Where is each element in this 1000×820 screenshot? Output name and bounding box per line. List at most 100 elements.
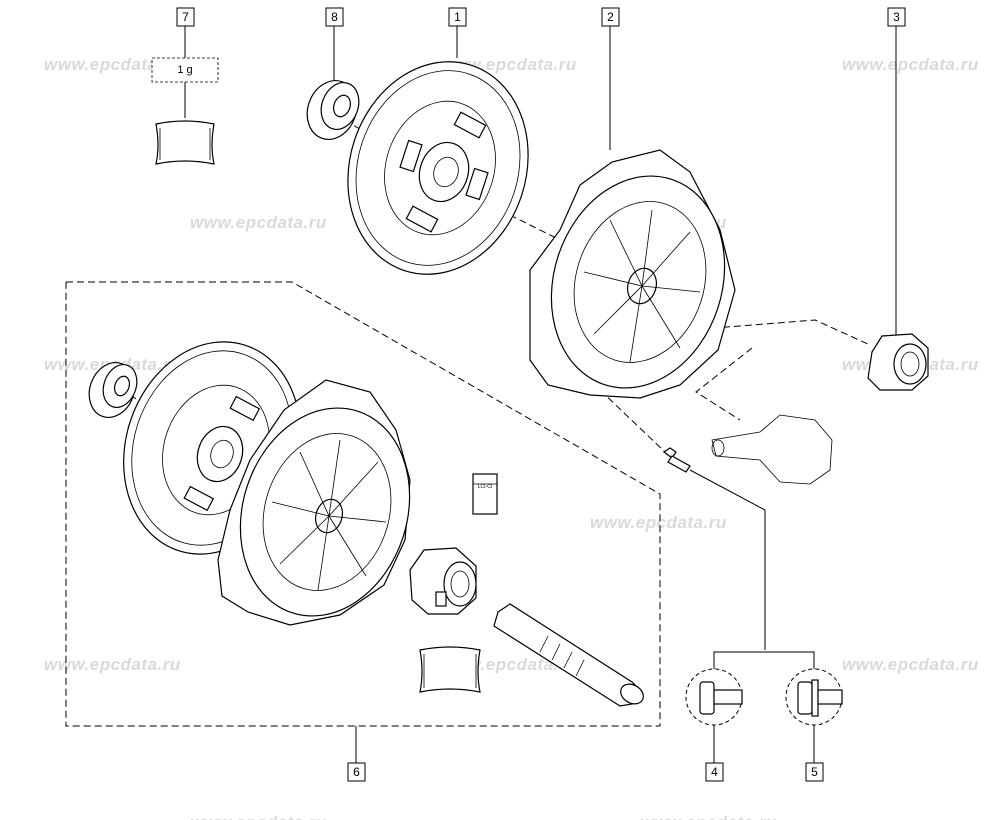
clutch-disc-spline-bore xyxy=(433,156,459,188)
damper-spring xyxy=(183,485,215,512)
diaphragm-finger xyxy=(609,219,643,287)
release-fork xyxy=(711,414,833,485)
detail-5-stud xyxy=(817,689,843,705)
kit-release-bearing-tab xyxy=(435,591,447,607)
kit-pressure-plate-diaphragm xyxy=(262,433,392,591)
callout-label: 1 xyxy=(454,10,461,24)
alignment-tool-end xyxy=(620,683,644,705)
callout-5: 5 xyxy=(805,762,824,782)
callout-box xyxy=(347,762,366,782)
release-fork-outline xyxy=(711,414,833,485)
kit-disc-hub xyxy=(196,425,244,483)
kit-boundary xyxy=(65,281,661,727)
alignment-tool-groove xyxy=(551,643,561,661)
callout-7: 7 xyxy=(176,7,195,27)
watermark-text: www.epcdata.ru xyxy=(842,55,979,74)
booklet-icon xyxy=(472,473,498,515)
detail-5-nut xyxy=(797,681,813,715)
callout-label: 4 xyxy=(711,765,718,779)
kit-instruction-booklet: LCI-CI xyxy=(472,473,498,515)
callout-1: 1 xyxy=(448,7,467,27)
axis-line xyxy=(695,347,753,421)
grease-amount-label: 1 g xyxy=(177,64,192,76)
kit-grease-sachet-seam xyxy=(423,654,477,688)
clutch-disc-hub-plate xyxy=(384,100,496,236)
callout-2: 2 xyxy=(601,7,620,27)
damper-spring xyxy=(399,139,423,173)
detail-4-stud xyxy=(713,689,743,705)
kit-disc-spline-bore xyxy=(210,439,234,469)
watermark-text: www.epcdata.ru xyxy=(44,55,181,74)
diaphragm-finger xyxy=(641,209,653,287)
diaphragm-finger xyxy=(328,461,379,517)
grease-sachet-icon xyxy=(155,120,215,165)
kit-grease-sachet-icon xyxy=(419,646,481,693)
pressure-plate-diaphragm xyxy=(573,201,707,363)
booklet-label: LCI-CI xyxy=(478,484,492,490)
diaphragm-finger xyxy=(271,501,330,517)
callout-box xyxy=(705,762,724,782)
screw-shank xyxy=(667,455,691,473)
damper-spring xyxy=(405,205,439,233)
callout-label: 8 xyxy=(331,10,338,24)
watermark-text: www.epcdata.ru xyxy=(640,813,777,820)
callout-label: 3 xyxy=(893,10,900,24)
detail-5-washer xyxy=(811,679,819,717)
pilot-bearing-8 xyxy=(306,80,360,140)
leader-lines xyxy=(184,26,897,763)
pressure-plate-2 xyxy=(529,149,736,399)
detail-5 xyxy=(785,668,843,726)
screw-head xyxy=(662,447,677,459)
diaphragm-finger xyxy=(299,451,330,517)
clutch-disc-hub xyxy=(418,141,470,203)
detail-4 xyxy=(685,668,743,726)
kit-pressure-plate xyxy=(217,379,411,626)
release-fork-end xyxy=(711,439,725,457)
kit-release-bearing-bore xyxy=(450,570,470,598)
kit-grease-sachet xyxy=(419,646,481,693)
release-bearing-bore xyxy=(900,351,920,377)
diaphragm-finger xyxy=(328,515,387,523)
axis-line xyxy=(599,389,666,453)
callout-label: 2 xyxy=(607,10,614,24)
watermark-text: www.epcdata.ru xyxy=(44,655,181,674)
kit-pilot-bearing xyxy=(88,362,138,418)
callout-box xyxy=(176,7,195,27)
diaphragm-finger xyxy=(583,271,643,287)
callout-label: 5 xyxy=(811,765,818,779)
alignment-tool-groove xyxy=(539,635,549,653)
diaphragm-finger xyxy=(279,515,330,565)
callout-box xyxy=(448,7,467,27)
kit-pilot-bearing-hole xyxy=(113,375,131,397)
alignment-tool-groove xyxy=(575,659,585,677)
leader-line xyxy=(689,469,766,650)
damper-spring xyxy=(453,111,487,139)
alignment-tool-groove xyxy=(563,651,573,669)
diaphragm-finger xyxy=(641,285,681,349)
callout-8: 8 xyxy=(325,7,344,27)
clutch-disc-ring-inner xyxy=(355,70,521,266)
kit-release-bearing-race xyxy=(443,561,477,607)
kit-alignment-tool xyxy=(493,603,644,707)
callout-box xyxy=(805,762,824,782)
callout-4: 4 xyxy=(705,762,724,782)
diaphragm-finger xyxy=(328,439,341,517)
kit-diaphragm-fingers xyxy=(271,439,387,591)
diaphragm-finger xyxy=(641,285,701,293)
callout-label: 6 xyxy=(353,765,360,779)
diaphragm-finger xyxy=(317,515,330,591)
damper-spring xyxy=(229,395,261,422)
callout-box xyxy=(601,7,620,27)
detail-4-nut xyxy=(699,681,715,715)
callout-6: 6 xyxy=(347,762,366,782)
damper-spring xyxy=(465,167,489,201)
leader-line xyxy=(713,651,815,670)
watermark-text: www.epcdata.ru xyxy=(190,813,327,820)
grease-sachet-7: 1 g xyxy=(151,57,219,165)
clutch-disc-1 xyxy=(347,61,529,275)
diaphragm-finger xyxy=(328,515,367,577)
diaphragm-finger xyxy=(641,231,691,287)
grease-sachet-seam xyxy=(159,128,211,160)
release-bearing-3 xyxy=(867,333,929,391)
